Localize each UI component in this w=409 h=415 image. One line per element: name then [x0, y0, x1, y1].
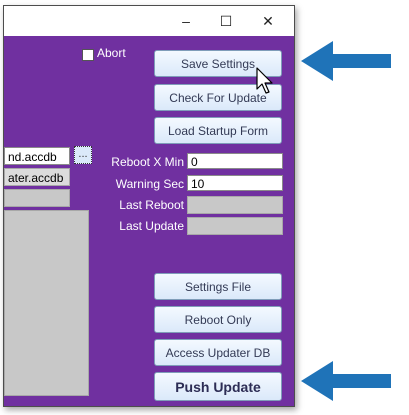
warning-sec-input[interactable]: 10 — [187, 175, 283, 191]
last-update-label: Last Update — [119, 219, 184, 233]
reboot-x-min-input[interactable]: 0 — [187, 153, 283, 169]
warning-sec-label: Warning Sec — [115, 177, 184, 191]
save-settings-button[interactable]: Save Settings — [154, 50, 282, 77]
db-path-field[interactable]: nd.accdb — [4, 147, 70, 165]
maximize-icon[interactable]: ☐ — [219, 12, 233, 29]
push-update-button[interactable]: Push Update — [154, 372, 282, 401]
settings-form: Abort nd.accdb ... ater.accdb Reboot X M… — [4, 36, 294, 406]
updater-path-field[interactable]: ater.accdb — [4, 168, 70, 186]
close-icon[interactable]: ✕ — [262, 12, 274, 29]
arrow-left-icon — [301, 361, 391, 401]
reboot-x-min-label: Reboot X Min — [111, 155, 184, 169]
log-listbox[interactable] — [4, 210, 89, 396]
gray-field — [4, 189, 70, 207]
arrow-left-icon — [301, 41, 391, 81]
minimize-icon[interactable]: – — [182, 13, 190, 29]
abort-checkbox[interactable] — [82, 49, 94, 61]
load-startup-form-button[interactable]: Load Startup Form — [154, 117, 282, 144]
check-for-update-button[interactable]: Check For Update — [154, 84, 282, 111]
mouse-pointer-icon — [256, 67, 273, 94]
settings-file-button[interactable]: Settings File — [154, 273, 282, 300]
app-window: – ☐ ✕ Abort nd.accdb ... ater.accdb Rebo… — [3, 5, 295, 407]
browse-button[interactable]: ... — [74, 146, 92, 164]
last-reboot-field — [187, 196, 283, 214]
reboot-only-button[interactable]: Reboot Only — [154, 306, 282, 333]
access-updater-db-button[interactable]: Access Updater DB — [154, 339, 282, 366]
abort-label: Abort — [97, 46, 126, 60]
last-update-field — [187, 217, 283, 235]
title-bar: – ☐ ✕ — [4, 6, 294, 36]
last-reboot-label: Last Reboot — [119, 198, 184, 212]
